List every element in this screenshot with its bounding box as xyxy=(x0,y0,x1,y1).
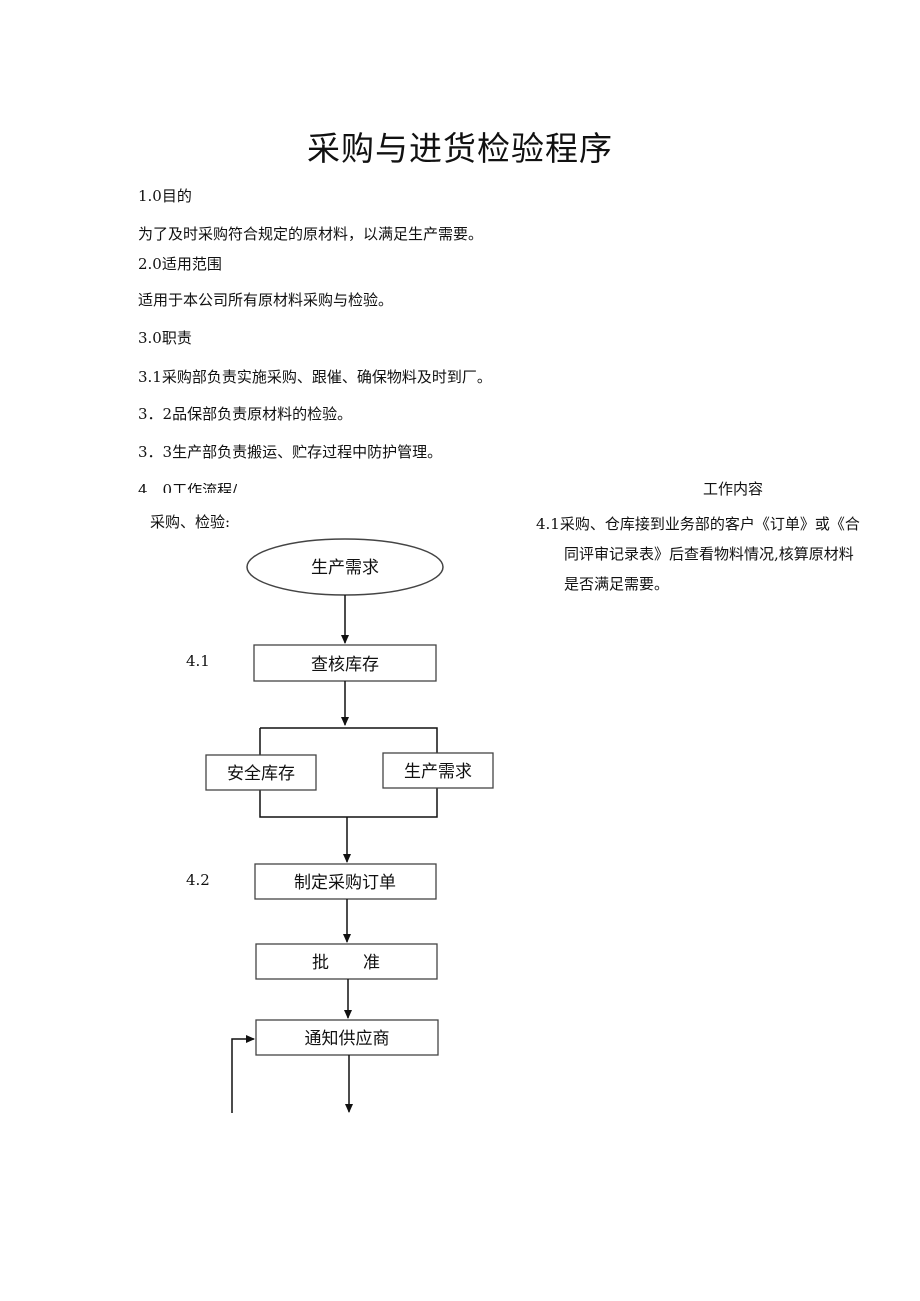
work-content-line-2: 同评审记录表》后查看物料情况,核算原材料 xyxy=(564,545,854,563)
make-po-box xyxy=(254,863,437,900)
section-1-body: 为了及时采购符合规定的原材料，以满足生产需要。 xyxy=(138,225,484,243)
section-2-body: 适用于本公司所有原材料采购与检验。 xyxy=(138,291,394,309)
section-1-heading: 1.0目的 xyxy=(138,187,192,205)
section-3-1: 3.1采购部负责实施采购、跟催、确保物料及时到厂。 xyxy=(138,368,492,386)
approve-label: 批 准 xyxy=(312,953,380,973)
start-label: 生产需求 xyxy=(311,558,379,578)
notify-supplier-box xyxy=(255,1019,439,1056)
section-3-2: 3．2品保部负责原材料的检验。 xyxy=(138,405,353,423)
feedback-arrow xyxy=(231,1035,255,1113)
step-label-4-2: 4.2 xyxy=(186,871,210,889)
section-4-heading: 4．0工作流程/ xyxy=(138,483,238,493)
section-3-3: 3．3生产部负责搬运、贮存过程中防护管理。 xyxy=(138,443,443,461)
flow-sub-label: 采购、检验: xyxy=(150,513,231,531)
safety-stock-label: 安全库存 xyxy=(227,764,295,784)
make-po-label: 制定采购订单 xyxy=(294,873,396,893)
safety-stock-box xyxy=(205,754,317,791)
column-header-work-content: 工作内容 xyxy=(703,480,764,498)
production-demand-label: 生产需求 xyxy=(404,762,472,782)
work-content-line-3: 是否满足需要。 xyxy=(564,575,670,593)
approve-box xyxy=(255,943,438,980)
notify-supplier-label: 通知供应商 xyxy=(305,1029,390,1049)
check-stock-label: 查核库存 xyxy=(311,655,379,675)
work-content-4-1: 4.1采购、仓库接到业务部的客户《订单》或《合 同评审记录表》后查看物料情况,核… xyxy=(536,509,896,599)
section-3-heading: 3.0职责 xyxy=(138,329,192,347)
work-content-line-1: 4.1采购、仓库接到业务部的客户《订单》或《合 xyxy=(536,515,860,533)
production-demand-box xyxy=(382,752,494,789)
step-label-4-1: 4.1 xyxy=(186,652,210,670)
document-title: 采购与进货检验程序 xyxy=(307,129,613,168)
section-2-heading: 2.0适用范围 xyxy=(138,255,222,273)
